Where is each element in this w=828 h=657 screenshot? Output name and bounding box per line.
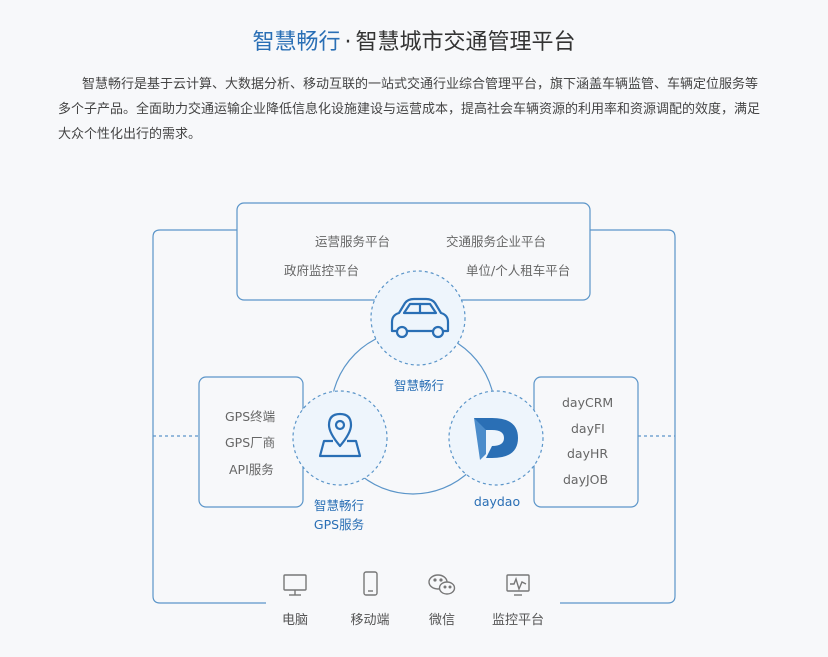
bottom-label-monitor: 监控平台	[491, 613, 545, 628]
bottom-label-wechat: 微信	[428, 613, 456, 628]
top-item-enterprise-platform: 交通服务企业平台	[446, 234, 547, 249]
bottom-label-mobile: 移动端	[350, 613, 390, 628]
left-item-api-service: API服务	[229, 462, 274, 477]
gps-circle-label-line1: 智慧畅行	[313, 498, 365, 513]
top-item-ops-platform: 运营服务平台	[315, 234, 391, 249]
right-item-dayhr: dayHR	[567, 446, 609, 461]
gps-circle-label-line2: GPS服务	[313, 517, 365, 532]
left-item-gps-terminal: GPS终端	[225, 409, 276, 424]
location-pin-icon	[318, 412, 362, 458]
left-item-gps-vendor: GPS厂商	[225, 435, 276, 450]
daydao-circle-label: daydao	[473, 494, 521, 509]
right-item-dayjob: dayJOB	[563, 472, 609, 487]
top-item-rental-platform: 单位/个人租车平台	[466, 263, 571, 278]
monitor-icon	[283, 574, 307, 596]
monitor-chart-icon	[506, 574, 530, 596]
wechat-icon	[428, 574, 456, 595]
top-item-gov-platform: 政府监控平台	[284, 263, 360, 278]
car-icon	[390, 297, 450, 339]
car-circle-label: 智慧畅行	[393, 378, 445, 393]
title-subtitle: 智慧城市交通管理平台	[355, 30, 576, 55]
bottom-label-pc: 电脑	[281, 613, 309, 628]
page-title: 智慧畅行·智慧城市交通管理平台	[0, 28, 828, 58]
daydao-circle	[448, 390, 544, 486]
title-separator: ·	[344, 30, 352, 55]
right-item-dayfi: dayFI	[571, 421, 605, 436]
mobile-icon	[363, 571, 378, 596]
gps-circle	[292, 390, 388, 486]
right-item-daycrm: dayCRM	[562, 395, 614, 410]
car-circle	[370, 270, 466, 366]
intro-paragraph: 智慧畅行是基于云计算、大数据分析、移动互联的一站式交通行业综合管理平台，旗下涵盖…	[58, 77, 761, 142]
daydao-logo-icon	[474, 418, 518, 460]
brand-name: 智慧畅行	[252, 30, 341, 55]
